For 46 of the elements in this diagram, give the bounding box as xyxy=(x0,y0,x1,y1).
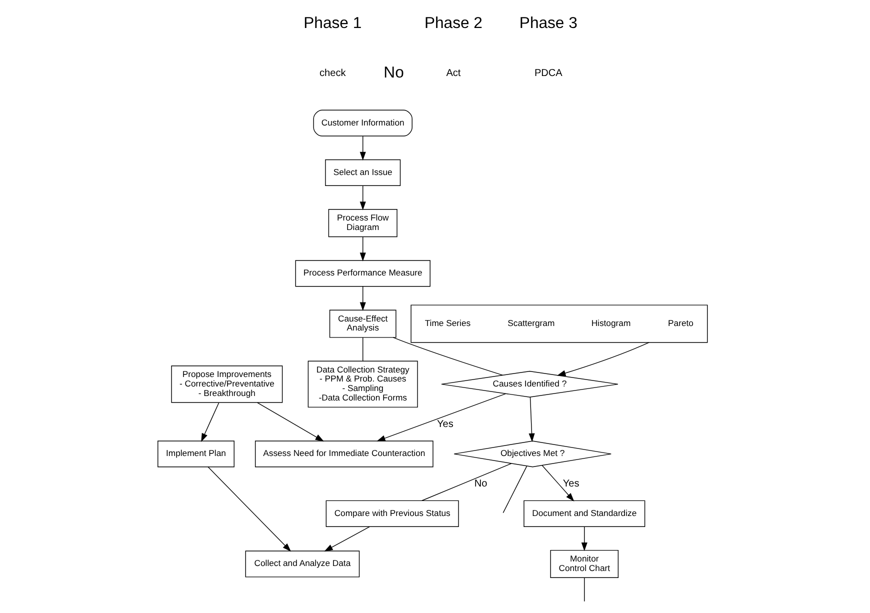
label: No xyxy=(383,64,404,82)
arrow xyxy=(207,466,291,552)
node-box: Process Flow Diagram xyxy=(328,209,397,238)
node-box: Select an Issue xyxy=(324,159,400,186)
arrow xyxy=(580,526,587,552)
node-diamond: Objectives Met ? xyxy=(453,440,611,468)
node-text: Time Series xyxy=(424,318,470,328)
connector xyxy=(421,463,512,501)
connector xyxy=(392,337,503,376)
arrow xyxy=(200,402,219,442)
edge-label: Yes xyxy=(562,478,579,490)
edge-label: Yes xyxy=(436,418,453,430)
label: check xyxy=(319,68,346,80)
arrow xyxy=(359,236,366,262)
node-text: Histogram xyxy=(590,318,630,328)
node-box: Customer Information xyxy=(312,110,412,136)
node-box: Document and Standardize xyxy=(523,500,645,527)
cluster xyxy=(410,304,708,343)
arrow xyxy=(376,393,506,442)
node-box: Compare with Previous Status xyxy=(325,500,458,527)
node-box: Monitor Control Chart xyxy=(550,550,618,578)
label: Act xyxy=(446,68,460,80)
node-text: Scattergram xyxy=(507,318,554,328)
arrow xyxy=(541,465,574,502)
arrow xyxy=(556,342,649,376)
node-box: Implement Plan xyxy=(157,440,234,468)
node-box: Process Performance Measure xyxy=(294,260,430,287)
node-box: Propose Improvements - Corrective/Preventative - Breakthrough xyxy=(170,365,282,403)
label: Phase 1 xyxy=(303,14,362,32)
label: Phase 2 xyxy=(424,14,482,32)
connector xyxy=(502,466,527,514)
node-text: Pareto xyxy=(668,318,693,328)
arrow xyxy=(359,286,366,311)
connector xyxy=(362,337,363,362)
node-box: Data Collection Strategy - PPM & Prob. Causes - Sampling -Data Collection Forms xyxy=(307,360,418,408)
arrow xyxy=(256,402,324,442)
edge-label: No xyxy=(474,478,487,490)
node-box: Assess Need for Immediate Counteraction xyxy=(254,440,433,468)
arrow xyxy=(528,396,534,442)
arrow xyxy=(359,136,366,161)
node-box: Collect and Analyze Data xyxy=(244,550,360,578)
node-box: Cause-Effect Analysis xyxy=(328,310,396,338)
label: Phase 3 xyxy=(518,14,577,32)
label: PDCA xyxy=(534,68,562,80)
arrow xyxy=(324,526,370,552)
arrow xyxy=(359,185,366,210)
